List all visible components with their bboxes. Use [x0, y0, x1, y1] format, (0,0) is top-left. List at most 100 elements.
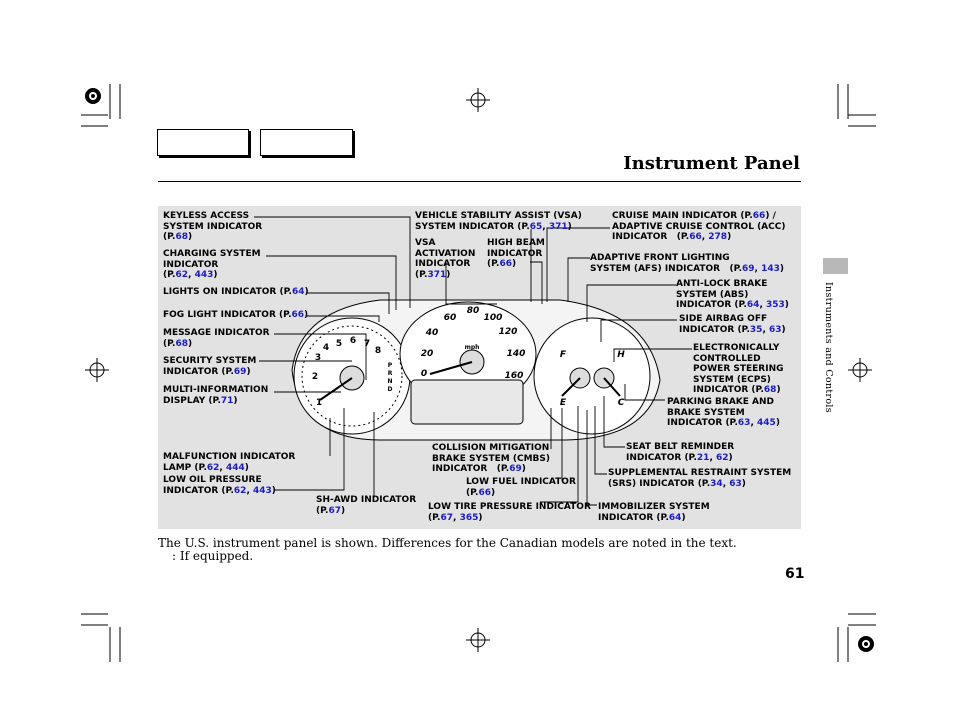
gear-d: D — [388, 386, 393, 393]
speed-unit: mph — [465, 344, 480, 351]
speed-num-120: 120 — [499, 327, 518, 337]
tach-num-7: 7 — [364, 339, 370, 349]
ref-malfunction-2[interactable]: 444 — [225, 462, 245, 473]
gear-n: N — [387, 378, 392, 385]
label-low-fuel: LOW FUEL INDICATOR (P.66) — [466, 477, 576, 498]
title-rule — [158, 181, 801, 182]
label-malfunction: MALFUNCTION INDICATOR LAMP (P.62, 444) — [163, 452, 296, 473]
ref-lights-on[interactable]: 64 — [291, 287, 305, 297]
tach-num-1: 1 — [316, 398, 322, 408]
figure-caption: The U.S. instrument panel is shown. Diff… — [158, 536, 737, 550]
ref-acc-1[interactable]: 66 — [689, 232, 702, 242]
label-immobilizer: IMMOBILIZER SYSTEM INDICATOR (P.64) — [598, 502, 710, 523]
speed-num-60: 60 — [444, 313, 457, 323]
tach-num-8: 8 — [375, 346, 381, 356]
ref-low-oil-2[interactable]: 443 — [253, 485, 272, 496]
page-number: 61 — [785, 566, 805, 582]
ref-side-airbag-2[interactable]: 63 — [769, 324, 782, 335]
ref-seatbelt-2[interactable]: 62 — [716, 452, 729, 463]
tach-num-4: 4 — [323, 343, 329, 353]
label-fog-light: FOG LIGHT INDICATOR (P.66) — [163, 310, 309, 320]
label-message: MESSAGE INDICATOR (P.68) — [163, 328, 270, 349]
tach-num-6: 6 — [350, 336, 356, 346]
ref-charging-2[interactable]: 443 — [194, 270, 214, 280]
speed-num-140: 140 — [507, 349, 526, 359]
ref-srs-1[interactable]: 34 — [710, 478, 723, 489]
label-lights-on: LIGHTS ON INDICATOR (P.64) — [163, 287, 309, 297]
ref-tire-1[interactable]: 67 — [440, 512, 454, 523]
ref-abs-1[interactable]: 64 — [746, 300, 760, 310]
temp-hot: H — [617, 350, 625, 360]
fuel-empty: E — [560, 398, 567, 408]
ref-seatbelt-1[interactable]: 21 — [696, 452, 710, 463]
gear-r: R — [388, 370, 393, 377]
tach-num-5: 5 — [336, 339, 342, 349]
ref-abs-2[interactable]: 353 — [766, 300, 785, 310]
label-low-oil-pressure: LOW OIL PRESSURE INDICATOR (P.62, 443) — [163, 475, 276, 496]
ref-low-oil-1[interactable]: 62 — [233, 485, 247, 496]
ref-vsa-2[interactable]: 371 — [548, 221, 568, 232]
label-security-system: SECURITY SYSTEM INDICATOR (P.69) — [163, 356, 257, 377]
ref-vsa-1[interactable]: 65 — [529, 221, 543, 232]
ref-ecps[interactable]: 68 — [763, 385, 777, 395]
temp-cold: C — [618, 398, 625, 408]
label-afs: ADAPTIVE FRONT LIGHTING SYSTEM (AFS) IND… — [590, 253, 785, 274]
gear-p: P — [388, 362, 393, 369]
ref-keyless[interactable]: 68 — [175, 232, 189, 242]
tach-num-3: 3 — [315, 353, 321, 363]
ref-vsa-act[interactable]: 371 — [427, 269, 447, 280]
registration-dots — [85, 88, 874, 652]
ref-charging-1[interactable]: 62 — [175, 270, 189, 280]
ref-tire-2[interactable]: 365 — [459, 512, 479, 523]
ref-afs-2[interactable]: 143 — [761, 263, 780, 274]
side-tab-marker — [823, 258, 848, 274]
ref-afs-1[interactable]: 69 — [742, 263, 755, 274]
label-multi-information: MULTI-INFORMATION DISPLAY (P.71) — [163, 385, 269, 406]
ref-shawd[interactable]: 67 — [328, 505, 342, 516]
label-seat-belt: SEAT BELT REMINDER INDICATOR (P.21, 62) — [626, 442, 735, 463]
speed-num-20: 20 — [421, 349, 434, 359]
ref-acc-2[interactable]: 278 — [708, 232, 728, 242]
ref-immobilizer[interactable]: 64 — [668, 512, 682, 523]
tach-num-2: 2 — [312, 372, 318, 382]
label-cruise-acc: CRUISE MAIN INDICATOR (P.66) / ADAPTIVE … — [612, 211, 786, 242]
ref-side-airbag-1[interactable]: 35 — [749, 324, 763, 335]
ref-parking-2[interactable]: 445 — [757, 418, 776, 428]
ref-parking-1[interactable]: 63 — [737, 418, 751, 428]
nav-box-left[interactable] — [157, 129, 249, 156]
label-low-tire-pressure: LOW TIRE PRESSURE INDICATOR (P.67, 365) — [428, 502, 591, 523]
ref-security[interactable]: 69 — [233, 366, 247, 377]
fuel-full: F — [560, 350, 567, 360]
nav-box-right[interactable] — [260, 129, 353, 156]
crop-marks — [81, 84, 876, 662]
ref-message[interactable]: 68 — [175, 338, 189, 349]
ref-high-beam[interactable]: 66 — [499, 259, 513, 269]
ref-multi[interactable]: 71 — [220, 395, 234, 406]
speed-num-40: 40 — [425, 328, 439, 338]
label-sh-awd: SH-AWD INDICATOR (P.67) — [316, 495, 417, 516]
ref-malfunction-1[interactable]: 62 — [206, 462, 220, 473]
ref-fog[interactable]: 66 — [291, 310, 305, 320]
equipped-note: : If equipped. — [172, 549, 254, 563]
page-title: Instrument Panel — [623, 153, 800, 174]
ref-low-fuel[interactable]: 66 — [478, 487, 492, 498]
ref-srs-2[interactable]: 63 — [729, 478, 742, 489]
speed-num-160: 160 — [505, 371, 524, 381]
label-side-airbag: SIDE AIRBAG OFF INDICATOR (P.35, 63) — [679, 314, 786, 335]
ref-cmbs[interactable]: 69 — [509, 464, 522, 474]
label-srs: SUPPLEMENTAL RESTRAINT SYSTEM (SRS) INDI… — [608, 468, 792, 489]
ref-cruise[interactable]: 66 — [752, 211, 766, 221]
speed-num-0: 0 — [421, 369, 427, 379]
label-vsa-system: VEHICLE STABILITY ASSIST (VSA) SYSTEM IN… — [415, 211, 582, 232]
speed-num-80: 80 — [467, 306, 480, 316]
speed-num-100: 100 — [484, 313, 503, 323]
leader-lines — [254, 216, 692, 506]
